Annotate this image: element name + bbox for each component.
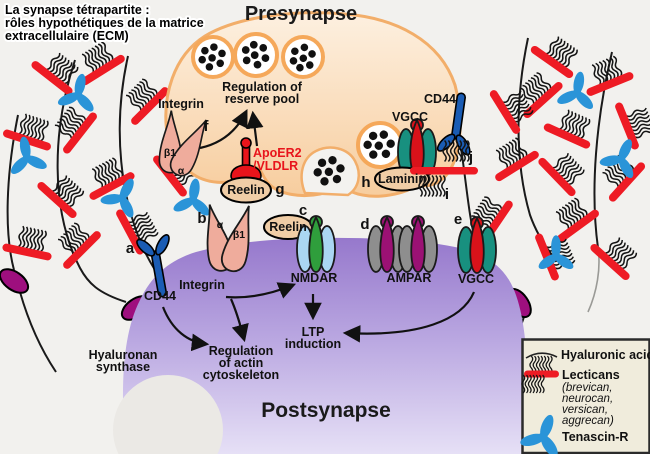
hyaluronan-synthase	[0, 268, 30, 294]
legend-lecticans-sub-2: neurocan,	[562, 393, 613, 405]
arrow-vgcc-to-ltp	[342, 291, 476, 343]
letter-b: b	[197, 210, 206, 227]
nmdar-label: NMDAR	[291, 271, 338, 285]
arrow-integrin-to-reserve-pool	[199, 109, 248, 150]
ltp-label-1: LTP	[302, 325, 325, 339]
vgcc-pre-label: VGCC	[392, 110, 428, 124]
reelin-presynaptic	[220, 176, 272, 204]
laminin-label: Laminin	[378, 172, 426, 186]
lectican-cleft	[410, 139, 478, 198]
actin-label-2: of actin	[219, 356, 263, 370]
legend-lecticans-sub-3: versican,	[562, 404, 608, 416]
synthase-label-1: Hyaluronan	[89, 348, 158, 362]
legend: Hyaluronic acid Lecticans (brevican, neu…	[515, 338, 650, 454]
title-line-3: extracellulaire (ECM)	[5, 29, 129, 43]
beta1-post-label: β1	[233, 229, 245, 241]
vgcc-post-label: VGCC	[458, 272, 494, 286]
hyaluronic-acid-icon	[525, 352, 558, 359]
letter-i: i	[445, 186, 449, 203]
letter-e: e	[454, 211, 462, 228]
signal-arrows	[161, 109, 476, 352]
figure-title: La synapse tétrapartite : rôles hypothét…	[3, 1, 206, 45]
actin-label-1: Regulation	[209, 344, 274, 358]
title-line-2: rôles hypothétiques de la matrice	[5, 16, 204, 30]
apoer2-label-2: /VLDLR	[253, 159, 298, 173]
letter-a: a	[126, 240, 135, 257]
alpha-post-label: α	[217, 219, 224, 231]
letter-h: h	[361, 174, 370, 191]
letter-f: f	[204, 118, 210, 135]
glial-process	[113, 375, 223, 454]
reelin-post-label: Reelin	[269, 220, 307, 234]
presynapse-title: Presynapse	[245, 3, 357, 25]
letter-g: g	[275, 181, 284, 198]
postsynapse-spine	[122, 237, 528, 454]
reserve-pool-label-2: reserve pool	[225, 92, 299, 106]
arrow-integrin-to-actin	[229, 298, 249, 343]
alpha-pre-label: α	[178, 165, 185, 177]
legend-tenascin-label: Tenascin-R	[562, 430, 628, 444]
reelin-pre-label: Reelin	[227, 183, 265, 197]
letter-j: j	[468, 149, 473, 166]
legend-lecticans-sub-4: aggrecan)	[562, 415, 614, 427]
vesicle-pools	[191, 32, 404, 197]
legend-lecticans-label: Lecticans	[562, 368, 620, 382]
cd44-post-label: CD44	[144, 289, 176, 303]
title-line-1: La synapse tétrapartite :	[5, 3, 150, 17]
letter-c: c	[299, 202, 307, 219]
legend-hyaluronic-label: Hyaluronic acid	[561, 348, 650, 362]
arrow-integrin-to-nmdar	[225, 282, 297, 299]
ltp-label-2: induction	[285, 337, 341, 351]
postsynapse-title: Postsynapse	[261, 399, 391, 422]
apoer2-label-1: ApoER2	[253, 146, 302, 160]
actin-label-3: cytoskeleton	[203, 368, 279, 382]
reserve-pool-label-1: Regulation of	[222, 80, 303, 94]
cd44-pre-label: CD44	[424, 92, 456, 106]
synthase-label-2: synthase	[96, 360, 150, 374]
lectican-bar	[410, 167, 478, 175]
lectican-legend-icon	[521, 355, 559, 394]
ampar-label: AMPAR	[387, 271, 432, 285]
arrow-apoer2-to-reserve-pool	[246, 110, 264, 147]
arrow-cd44-to-actin	[161, 306, 210, 352]
legend-lecticans-sub-1: (brevican,	[562, 382, 613, 394]
hyaluronic-strand	[19, 291, 57, 373]
beta1-pre-label: β1	[164, 147, 176, 159]
integrin-post-label: Integrin	[179, 278, 225, 292]
letter-d: d	[360, 216, 369, 233]
integrin-pre-label: Integrin	[158, 97, 204, 111]
